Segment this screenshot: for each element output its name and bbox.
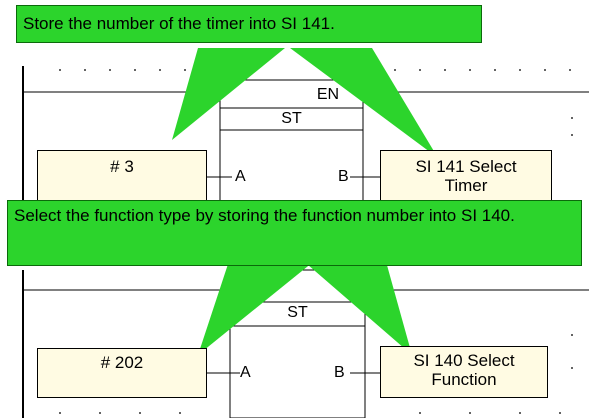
callout-pointer-left (172, 48, 285, 140)
callout-pointer-right (290, 48, 438, 158)
enable-label: EN (316, 86, 340, 103)
callout-pointer-right-2 (300, 258, 412, 355)
block-label-st: ST (287, 304, 308, 321)
pin-a-label: A (235, 168, 246, 185)
callout-top: Store the number of the timer into SI 14… (16, 5, 482, 43)
input-value-box[interactable]: # 3 (37, 150, 207, 202)
pin-a-label: A (240, 364, 251, 381)
input-value-box[interactable]: # 202 (37, 348, 207, 398)
callout-bottom: Select the function type by storing the … (7, 200, 582, 266)
output-variable-box[interactable]: SI 141 Select Timer (380, 150, 552, 202)
grid-dots (59, 69, 573, 414)
pin-b-label: B (334, 364, 345, 381)
pin-b-label: B (338, 168, 349, 185)
block-label-st: ST (281, 110, 302, 127)
output-variable-box[interactable]: SI 140 Select Function (380, 346, 548, 398)
callout-pointer-left-2 (198, 258, 318, 355)
